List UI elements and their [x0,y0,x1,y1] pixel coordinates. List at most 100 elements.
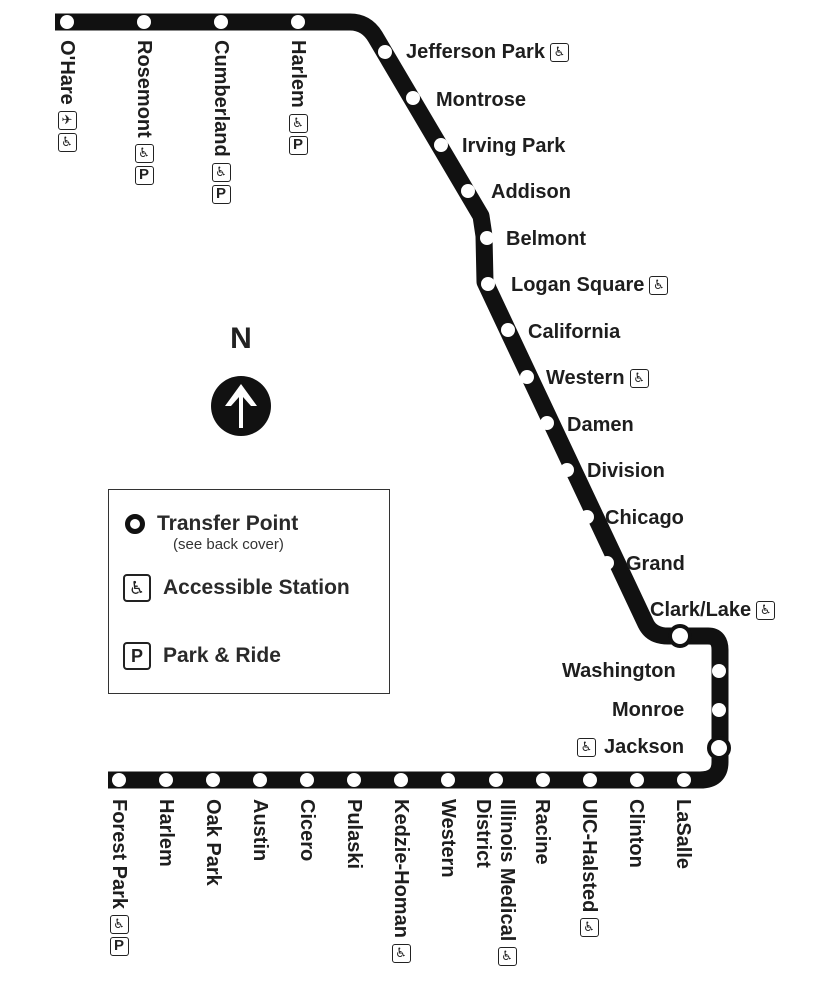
station-dot-top-1 [137,15,151,29]
parking-icon: P [123,642,151,670]
legend-row-park-ride: P Park & Ride [123,642,281,670]
wheelchair-icon: ♿ [579,918,599,938]
north-indicator: N [211,322,271,436]
station-dot-bottom-7 [441,773,455,787]
wheelchair-icon: ♿ [134,143,154,163]
station-dot-top-3 [291,15,305,29]
station-label-ohare: O'Hare ✈ ♿ [55,40,79,152]
station-label-kedzie-homan: Kedzie-Homan ♿ [389,799,413,963]
station-label-western-north: Western♿ [546,366,649,390]
station-dot-transfer-clark-lake [668,624,692,648]
parking-icon: P [109,937,129,957]
station-label-montrose: Montrose [436,89,526,111]
station-dot-bottom-3 [253,773,267,787]
station-label-washington: Washington [562,660,676,682]
legend-transfer-note: (see back cover) [173,536,284,553]
station-dot-bottom-8 [489,773,503,787]
station-label-addison: Addison [491,181,571,203]
station-label-oak-park: Oak Park [202,799,224,886]
wheelchair-icon: ♿ [497,947,517,967]
station-dot-diagonal-11 [600,556,614,570]
parking-icon: P [211,184,231,204]
station-dot-transfer-jackson [707,736,731,760]
station-label-chicago: Chicago [605,507,684,529]
airplane-icon: ✈ [57,110,77,130]
wheelchair-icon: ♿ [57,132,77,152]
station-dot-diagonal-0 [378,45,392,59]
station-dot-diagonal-10 [580,510,594,524]
station-dot-diagonal-2 [434,138,448,152]
wheelchair-icon: ♿ [211,162,231,182]
transfer-point-icon [125,514,145,534]
parking-icon: P [134,165,154,185]
station-label-pulaski: Pulaski [343,799,365,870]
station-label-belmont: Belmont [506,228,586,250]
wheelchair-icon: ♿ [549,43,569,63]
station-label-racine: Racine [531,799,553,865]
wheelchair-icon: ♿ [123,574,151,602]
station-label-uic-halsted: UIC-Halsted ♿ [577,799,601,938]
station-label-grand: Grand [626,553,685,575]
north-arrow-icon [211,376,271,436]
station-dot-loop-washington [712,664,726,678]
station-label-harlem-south: Harlem [155,799,177,867]
station-label-clark-lake: Clark/Lake♿ [650,598,776,622]
station-dot-diagonal-6 [501,323,515,337]
station-dot-bottom-11 [630,773,644,787]
legend-park-ride-label: Park & Ride [163,644,281,667]
parking-icon: P [288,135,308,155]
station-label-harlem-north: Harlem ♿ P [287,40,309,155]
station-dot-bottom-6 [394,773,408,787]
station-dot-bottom-4 [300,773,314,787]
station-label-forest-park: Forest Park ♿ P [108,799,130,957]
station-dot-bottom-0 [112,773,126,787]
station-label-cicero: Cicero [296,799,318,862]
station-label-monroe: Monroe [612,699,685,721]
station-dot-diagonal-1 [406,91,420,105]
station-dot-top-2 [214,15,228,29]
station-dot-diagonal-9 [560,463,574,477]
station-dot-bottom-10 [583,773,597,787]
wheelchair-icon: ♿ [109,915,129,935]
wheelchair-icon: ♿ [629,369,649,389]
wheelchair-icon: ♿ [577,738,596,758]
station-label-irving-park: Irving Park [462,135,566,157]
station-label-rosemont: Rosemont ♿ P [133,40,155,185]
legend-transfer-label: Transfer Point [157,512,299,535]
station-dot-bottom-2 [206,773,220,787]
station-dot-top-0 [60,15,74,29]
rail-line [55,13,729,789]
station-label-clinton: Clinton [625,799,647,868]
station-label-logan-square: Logan Square♿ [511,273,669,297]
station-dot-diagonal-8 [540,416,554,430]
station-label-damen: Damen [567,414,634,436]
station-dot-diagonal-3 [461,184,475,198]
station-dot-bottom-1 [159,773,173,787]
legend-row-transfer: Transfer Point [125,512,298,536]
station-label-illinois-medical-district: Illinois Medical ♿ [495,799,519,967]
station-label-division: Division [587,460,665,482]
station-label-western-south: Western [437,799,459,878]
station-dot-bottom-9 [536,773,550,787]
station-dot-diagonal-5 [481,277,495,291]
legend-accessible-label: Accessible Station [163,576,350,599]
station-label-lasalle: LaSalle [672,799,694,870]
station-dot-diagonal-7 [520,370,534,384]
wheelchair-icon: ♿ [649,276,669,296]
map-legend: Transfer Point (see back cover) ♿ Access… [108,489,390,694]
station-label-illinois-medical-district-line2: District [472,799,494,868]
wheelchair-icon: ♿ [391,943,411,963]
station-label-austin: Austin [249,799,271,862]
station-label-jefferson-park: Jefferson Park♿ [406,40,569,64]
station-dot-loop-monroe [712,703,726,717]
station-dot-bottom-12 [677,773,691,787]
station-label-california: California [528,321,621,343]
north-label: N [230,322,252,355]
legend-row-accessible: ♿ Accessible Station [123,574,350,602]
station-dot-bottom-5 [347,773,361,787]
station-dot-diagonal-4 [480,231,494,245]
wheelchair-icon: ♿ [288,113,308,133]
station-label-jackson: ♿Jackson [577,735,684,759]
wheelchair-icon: ♿ [756,601,776,621]
